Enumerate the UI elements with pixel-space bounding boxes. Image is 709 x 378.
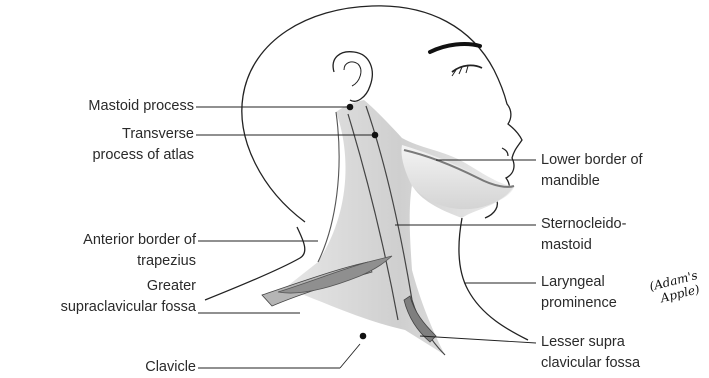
label-transverse-process: Transverse process of atlas: [92, 124, 194, 166]
label-sternocleidomastoid: Sternocleido- mastoid: [541, 214, 626, 256]
label-greater-fossa: Greater supraclavicular fossa: [61, 276, 196, 318]
neck-front-outline: [459, 218, 528, 340]
label-laryngeal-prominence: Laryngeal prominence: [541, 272, 617, 314]
label-lesser-fossa: Lesser supra clavicular fossa: [541, 332, 640, 374]
label-anterior-trapezius: Anterior border of trapezius: [83, 230, 196, 272]
label-clavicle: Clavicle: [145, 357, 196, 378]
label-lower-border-mandible: Lower border of mandible: [541, 150, 643, 192]
label-mastoid-process: Mastoid process: [88, 96, 194, 117]
